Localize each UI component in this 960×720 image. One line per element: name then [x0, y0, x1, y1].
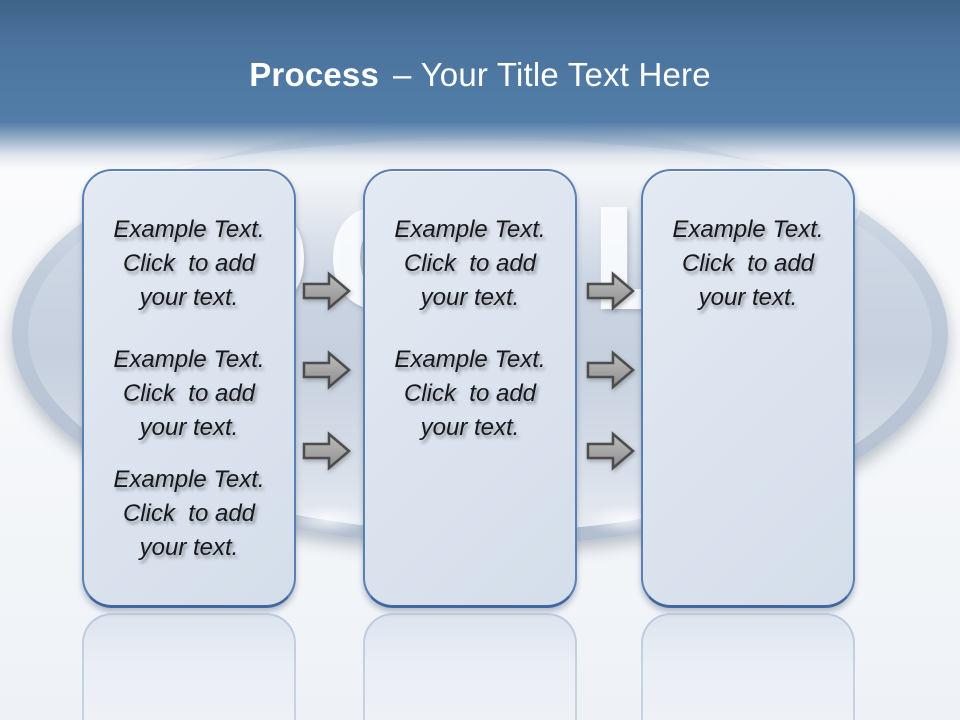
right-arrow-icon	[586, 271, 635, 311]
right-arrow-icon	[302, 431, 351, 471]
box-reflection	[363, 613, 577, 720]
box-reflection	[641, 613, 855, 720]
slide-title-emphasis: Process	[249, 56, 380, 93]
slide-title-text: Your Title Text Here	[420, 56, 711, 93]
text-placeholder[interactable]: Example Text. Click to add your text.	[113, 216, 265, 311]
slide-title[interactable]: Process–Your Title Text Here	[0, 55, 960, 95]
text-placeholder[interactable]: Example Text. Click to add your text.	[394, 216, 546, 311]
process-box-step-1[interactable]: Example Text. Click to add your text. Ex…	[82, 169, 296, 608]
header-band	[0, 0, 960, 122]
text-placeholder[interactable]: Example Text. Click to add your text.	[113, 346, 265, 441]
text-placeholder[interactable]: Example Text. Click to add your text.	[394, 346, 546, 441]
right-arrow-icon	[586, 431, 635, 471]
process-box-step-3[interactable]: Example Text. Click to add your text.	[641, 169, 855, 608]
oval-specular-spot	[286, 505, 370, 535]
right-arrow-icon	[302, 271, 351, 311]
right-arrow-icon	[586, 350, 635, 390]
slide-title-separator: –	[393, 56, 412, 93]
header-fade	[0, 122, 960, 170]
text-placeholder[interactable]: Example Text. Click to add your text.	[113, 466, 265, 561]
right-arrow-icon	[302, 350, 351, 390]
text-placeholder[interactable]: Example Text. Click to add your text.	[672, 216, 824, 311]
box-reflection	[82, 613, 296, 720]
process-box-step-2[interactable]: Example Text. Click to add your text. Ex…	[363, 169, 577, 608]
